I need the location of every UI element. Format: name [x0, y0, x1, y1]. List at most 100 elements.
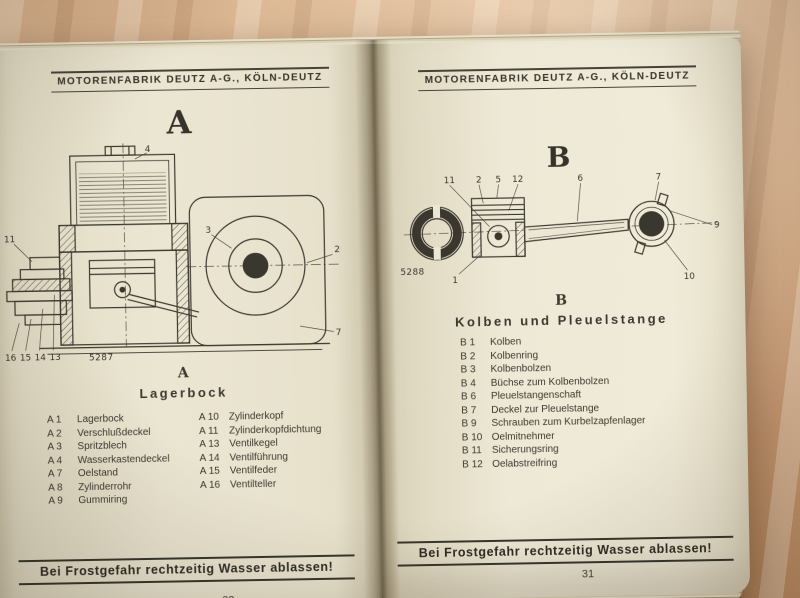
figure-callout: 11 [444, 176, 455, 186]
figure-callout: 2 [476, 176, 482, 186]
part-label: Kolbenring [490, 349, 539, 362]
figure-callout: 16 [5, 354, 17, 363]
part-label: Zylinderkopf [228, 410, 284, 423]
figure-leader-lines [11, 152, 334, 352]
figure-callout: 12 [512, 175, 523, 185]
parts-column-1: A 1 Lagerbock A 2 Verschlußdeckel A 3 Sprit… [47, 412, 171, 509]
parts-column-2: A 10 Zylinderkopf A 11 Zylinderkopfdichtun… [199, 409, 323, 506]
figure-number: 5287 [89, 353, 114, 363]
publisher-title: MOTORENFABRIK DEUTZ A-G., KÖLN-DEUTZ [57, 71, 323, 88]
frost-warning-footer: Bei Frostgefahr rechtzeitig Wasser ablas… [397, 535, 734, 567]
right-page-header: MOTORENFABRIK DEUTZ A-G., KÖLN-DEUTZ [418, 65, 697, 92]
figure-caption-a: A Lagerbock [0, 362, 379, 404]
part-code: A 14 [199, 452, 220, 464]
figure-callout: 3 [205, 226, 211, 236]
figure-callout: 15 [20, 353, 31, 362]
figure-callout: 13 [49, 353, 60, 363]
part-label: Zylinderrohr [78, 480, 132, 493]
part-code: B 1 [459, 337, 476, 349]
lagerbock-figure: 11 4 3 2 7 16 15 14 13 5287 [4, 143, 342, 363]
part-label: Gummiring [78, 494, 128, 507]
caption-title: Lagerbock [139, 384, 228, 402]
part-code: B 7 [461, 404, 477, 416]
part-code: B 2 [460, 350, 476, 362]
part-label: Spritzblech [77, 440, 128, 453]
part-code: A 15 [199, 465, 220, 478]
part-code: A 3 [47, 441, 63, 453]
frost-warning-text: Bei Frostgefahr rechtzeitig Wasser ablas… [39, 559, 334, 579]
part-code: A 11 [199, 425, 219, 437]
part-code: A 13 [199, 438, 220, 451]
part-code: B 12 [462, 458, 483, 470]
caption-letter: B [555, 292, 568, 309]
figure-callout: 7 [656, 173, 662, 183]
part-code: A 8 [48, 481, 63, 494]
part-label: Schrauben zum Kurbelzapfenlager [491, 415, 646, 429]
publisher-title: MOTORENFABRIK DEUTZ A-G., KÖLN-DEUTZ [424, 70, 690, 87]
part-code: A 4 [47, 454, 63, 467]
page-number: 31 [581, 568, 595, 581]
figure-callout: 7 [336, 328, 342, 338]
left-page-header: MOTORENFABRIK DEUTZ A-G., KÖLN-DEUTZ [50, 66, 330, 93]
figure-caption-b: B Kolben und Pleuelstange [377, 290, 746, 331]
part-label: Verschlußdeckel [77, 426, 151, 439]
part-label: Oelmitnehmer [491, 430, 555, 443]
part-label: Ventilkegel [229, 437, 278, 450]
part-code: B 9 [461, 418, 477, 430]
part-label: Kolben [489, 336, 522, 348]
part-code: B 6 [460, 391, 477, 403]
figure-callout: 11 [4, 235, 15, 245]
figure-leader-lines [449, 181, 713, 275]
part-item: A 16 Ventilteller [200, 476, 322, 492]
part-label: Wasserkastendeckel [77, 453, 170, 466]
figure-callout: 1 [452, 276, 458, 286]
figure-callout: 10 [684, 272, 695, 282]
figure-callouts: 11 2 5 12 6 7 9 10 1 5288 [400, 173, 720, 286]
part-code: A 16 [199, 479, 221, 491]
figure-number: 5288 [400, 268, 424, 278]
part-label: Lagerbock [76, 413, 124, 426]
caption-title: Kolben und Pleuelstange [454, 310, 668, 330]
part-code: A 1 [46, 414, 62, 426]
parts-list-a: A 1 Lagerbock A 2 Verschlußdeckel A 3 Sprit… [0, 408, 381, 509]
part-label: Ventilfeder [229, 464, 278, 477]
figure-callout: 4 [145, 145, 151, 155]
caption-letter: A [177, 365, 189, 382]
part-item: A 9 Gummiring [48, 493, 170, 509]
part-label: Ventilteller [229, 478, 277, 491]
part-code: A 9 [48, 495, 63, 507]
figure-callout: 9 [714, 221, 720, 231]
figure-callout: 2 [334, 245, 340, 255]
left-page: MOTORENFABRIK DEUTZ A-G., KÖLN-DEUTZ A [0, 43, 384, 598]
right-page: MOTORENFABRIK DEUTZ A-G., KÖLN-DEUTZ B [372, 37, 751, 598]
part-label: Kolbenbolzen [490, 362, 552, 375]
part-label: Büchse zum Kolbenbolzen [490, 375, 610, 389]
figure-callout: 5 [495, 175, 501, 185]
open-manual-book: MOTORENFABRIK DEUTZ A-G., KÖLN-DEUTZ A [0, 37, 765, 598]
part-label: Ventilführung [229, 451, 289, 464]
frost-warning-footer: Bei Frostgefahr rechtzeitig Wasser ablas… [18, 554, 355, 586]
part-code: A 2 [47, 427, 62, 440]
figure-callouts: 11 4 3 2 7 16 15 14 13 5287 [4, 145, 342, 363]
figure-callout: 14 [35, 353, 47, 363]
part-item: A 4 Wasserkastendeckel [48, 452, 170, 468]
page-number: 32 [222, 594, 234, 598]
part-label: Deckel zur Pleuelstange [491, 402, 600, 416]
part-code: B 10 [461, 431, 483, 443]
figure-callout: 6 [577, 174, 583, 184]
part-item: A 11 Zylinderkopfdichtung [199, 422, 321, 438]
part-label: Oelabstreifring [492, 457, 558, 470]
part-label: Oelstand [77, 467, 119, 480]
part-code: A 7 [47, 468, 63, 480]
part-code: B 4 [460, 377, 476, 389]
section-letter-a: A [166, 103, 192, 142]
part-code: A 10 [198, 411, 220, 424]
part-label: Sicherungsring [491, 443, 559, 456]
part-code: B 11 [461, 445, 482, 457]
lagerbock-drawing [6, 143, 341, 355]
part-label: Pleuelstangenschaft [490, 389, 582, 402]
part-label: Zylinderkopfdichtung [229, 423, 322, 437]
kolben-pleuelstange-figure: 11 2 5 12 6 7 9 10 1 5288 [400, 173, 720, 286]
frost-warning-text: Bei Frostgefahr rechtzeitig Wasser ablas… [418, 541, 713, 561]
